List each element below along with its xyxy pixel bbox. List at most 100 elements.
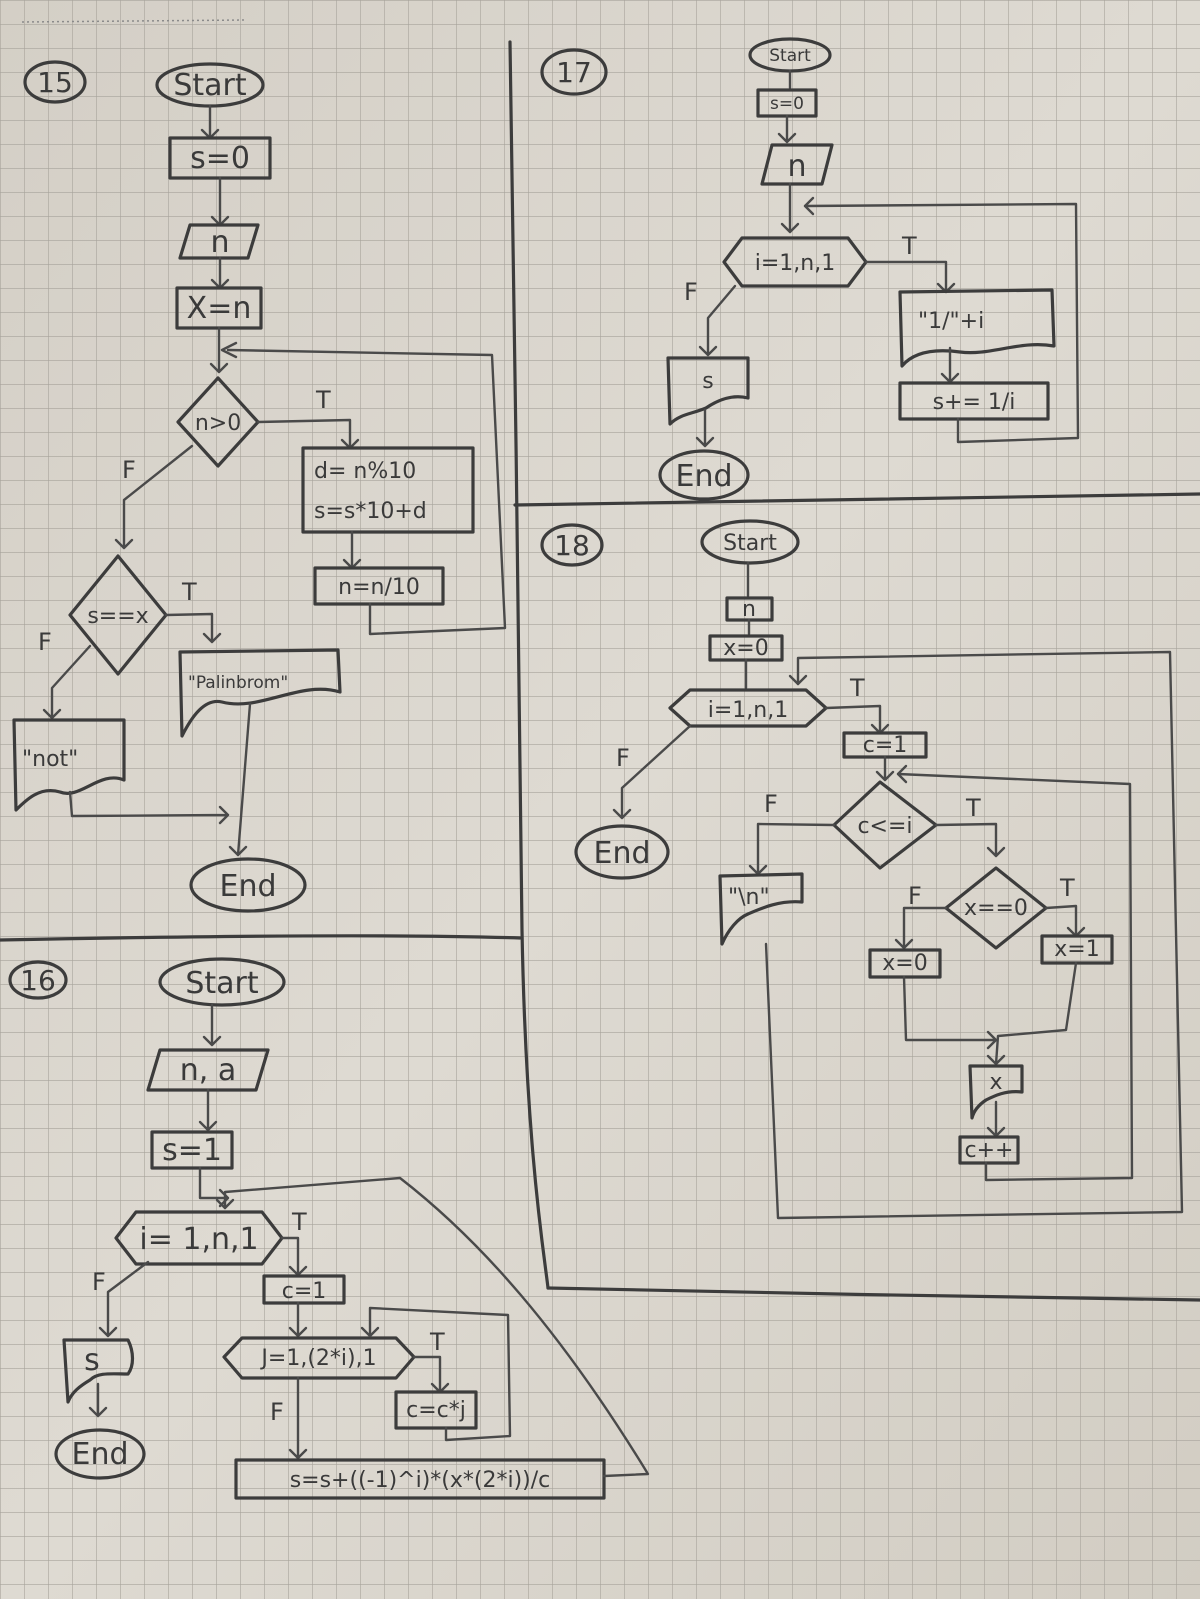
cond-false-label: F — [764, 790, 778, 818]
assign-s-box — [150, 1130, 234, 1170]
output-not-label: "not" — [22, 747, 78, 772]
end-terminal — [574, 824, 670, 880]
end-label: End — [593, 836, 650, 871]
false-label: F — [92, 1268, 106, 1296]
true-label: T — [901, 232, 917, 260]
number-circle — [540, 523, 604, 567]
update-label: s+= 1/i — [933, 390, 1016, 415]
outer-loop-arrowhead — [215, 1198, 235, 1210]
false-branch-2-arrow — [42, 644, 92, 720]
start-label: Start — [185, 966, 259, 1001]
number-circle — [8, 960, 68, 1000]
false-label-2: F — [38, 628, 52, 656]
output-loop-label: "1/"+i — [918, 309, 984, 334]
loop-hexagon — [114, 1210, 284, 1266]
true-label: T — [291, 1208, 307, 1236]
output-x — [968, 1064, 1024, 1120]
end-label: End — [219, 869, 276, 904]
output-s — [666, 356, 750, 426]
input-parallelogram — [178, 223, 260, 260]
output-newline — [718, 872, 804, 946]
false-branch-arrow — [114, 444, 194, 550]
output-not — [12, 718, 126, 812]
true-label: T — [315, 386, 331, 414]
flowchart-18: 18 Start n x=0 i=1,n,1 T c=1 c<=i T F "\… — [540, 519, 1184, 1220]
update-label: s=s+((-1)^i)*(x*(2*i))/c — [290, 1468, 551, 1493]
update-box — [234, 1458, 606, 1500]
inner-body-label: c=c*j — [406, 1398, 466, 1423]
output-newline-label: "\n" — [728, 885, 770, 910]
end-label: End — [71, 1437, 128, 1472]
input-label: n — [210, 225, 229, 260]
palindrome-to-end-arrow — [228, 702, 252, 857]
output-x-label: x — [989, 1070, 1002, 1095]
input-label: n — [742, 597, 756, 622]
condition-diamond — [176, 376, 260, 468]
condition2-diamond — [944, 866, 1048, 950]
cond-true-label: T — [965, 794, 981, 822]
end-terminal — [54, 1428, 146, 1480]
arrow — [198, 1088, 218, 1132]
inner-loop-arrowhead — [896, 764, 908, 784]
cond2-false-label: F — [908, 882, 922, 910]
inner-loop-back — [896, 772, 1134, 1182]
flowchart-15: 15 Start s=0 n X=n n>0 T d= n%10 s=s*10+… — [12, 60, 507, 913]
body-box — [301, 446, 475, 534]
output-label: s — [702, 369, 713, 394]
inner-loop-hexagon — [222, 1336, 416, 1380]
inner-loop-arrowhead — [360, 1326, 380, 1338]
false-label: F — [616, 744, 630, 772]
increment-box — [958, 1135, 1020, 1165]
start-terminal — [158, 957, 286, 1007]
assign-x1-label: x=1 — [1054, 937, 1099, 962]
assign-s-label: s=1 — [162, 1133, 222, 1168]
diagram-number: 17 — [556, 56, 592, 89]
loop-back-line — [803, 202, 1080, 444]
diagram-number: 16 — [20, 964, 56, 997]
divider-17-18 — [513, 492, 1200, 507]
number-circle — [23, 60, 87, 104]
false-branch-arrow — [612, 724, 692, 820]
condition-label: c<=i — [857, 814, 912, 839]
arrow — [875, 755, 895, 782]
flowchart-16: 16 Start n, a s=1 i= 1,n,1 T c=1 J=1,(2*… — [8, 957, 650, 1500]
divider-15-16 — [0, 934, 522, 942]
arrow — [777, 114, 797, 144]
outer-loop-arrowhead — [788, 674, 808, 686]
outer-loop-back — [223, 1176, 650, 1478]
loop-label: i= 1,n,1 — [139, 1222, 258, 1257]
assign-x0-label: x=0 — [882, 951, 927, 976]
end-terminal — [189, 857, 307, 913]
false-branch-arrow — [698, 284, 737, 357]
divider-18-bottom — [546, 1286, 1200, 1302]
assign-c-box — [262, 1274, 346, 1305]
assign-x-label: X=n — [187, 291, 252, 326]
body-line-3: n=n/10 — [338, 575, 420, 600]
input-parallelogram — [760, 143, 834, 186]
output-loop — [898, 288, 1056, 368]
condition2-diamond — [68, 554, 168, 676]
arrow — [695, 408, 715, 448]
cond-true-arrow — [934, 822, 1006, 858]
number-circle — [540, 48, 608, 96]
body-line-2: s=s*10+d — [314, 499, 427, 524]
inner-false-label: F — [270, 1398, 284, 1426]
loop-arrowhead — [803, 196, 815, 216]
loop-label: i=1,n,1 — [708, 698, 788, 723]
inner-loop-label: J=1,(2*i),1 — [259, 1346, 376, 1371]
false-branch-arrow — [98, 1260, 150, 1338]
arrow — [780, 182, 800, 234]
assign-x-label: x=0 — [723, 636, 768, 661]
body-line-1: d= n%10 — [314, 459, 416, 484]
assign-s-label: s=0 — [770, 94, 804, 114]
false-label: F — [684, 278, 698, 306]
input-label: n, a — [180, 1053, 236, 1088]
inner-false-arrow — [288, 1376, 308, 1460]
join-right-arrow — [986, 961, 1078, 1066]
output-palindrome — [178, 648, 342, 738]
assign-s-label: s=0 — [190, 141, 250, 176]
vertical-divider — [508, 40, 550, 1290]
end-label: End — [675, 459, 732, 494]
